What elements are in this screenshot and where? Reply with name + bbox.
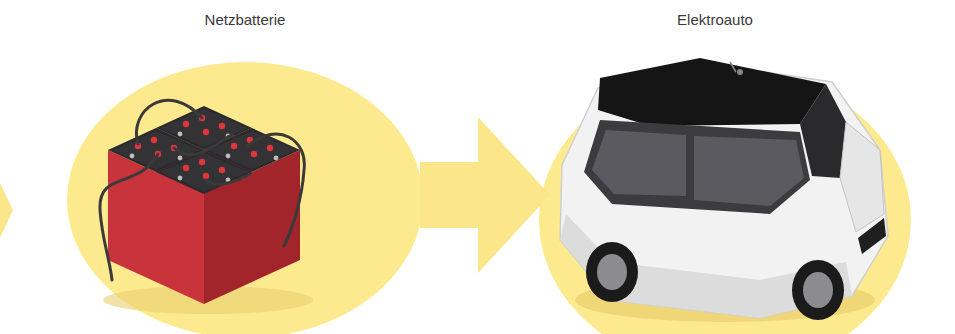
node-label: Netzbatterie <box>65 11 425 28</box>
car-illustration <box>560 58 888 322</box>
incoming-arrow <box>0 183 13 238</box>
ellipse-shape <box>65 5 425 334</box>
ellipse-node: Netzbatterie <box>65 5 425 334</box>
node-label: Elektroauto <box>525 11 905 28</box>
ellipse-shape <box>525 5 905 334</box>
ellipse-node: Elektroauto <box>525 5 905 334</box>
battery-illustration <box>100 100 313 314</box>
block-arrow <box>420 117 550 273</box>
